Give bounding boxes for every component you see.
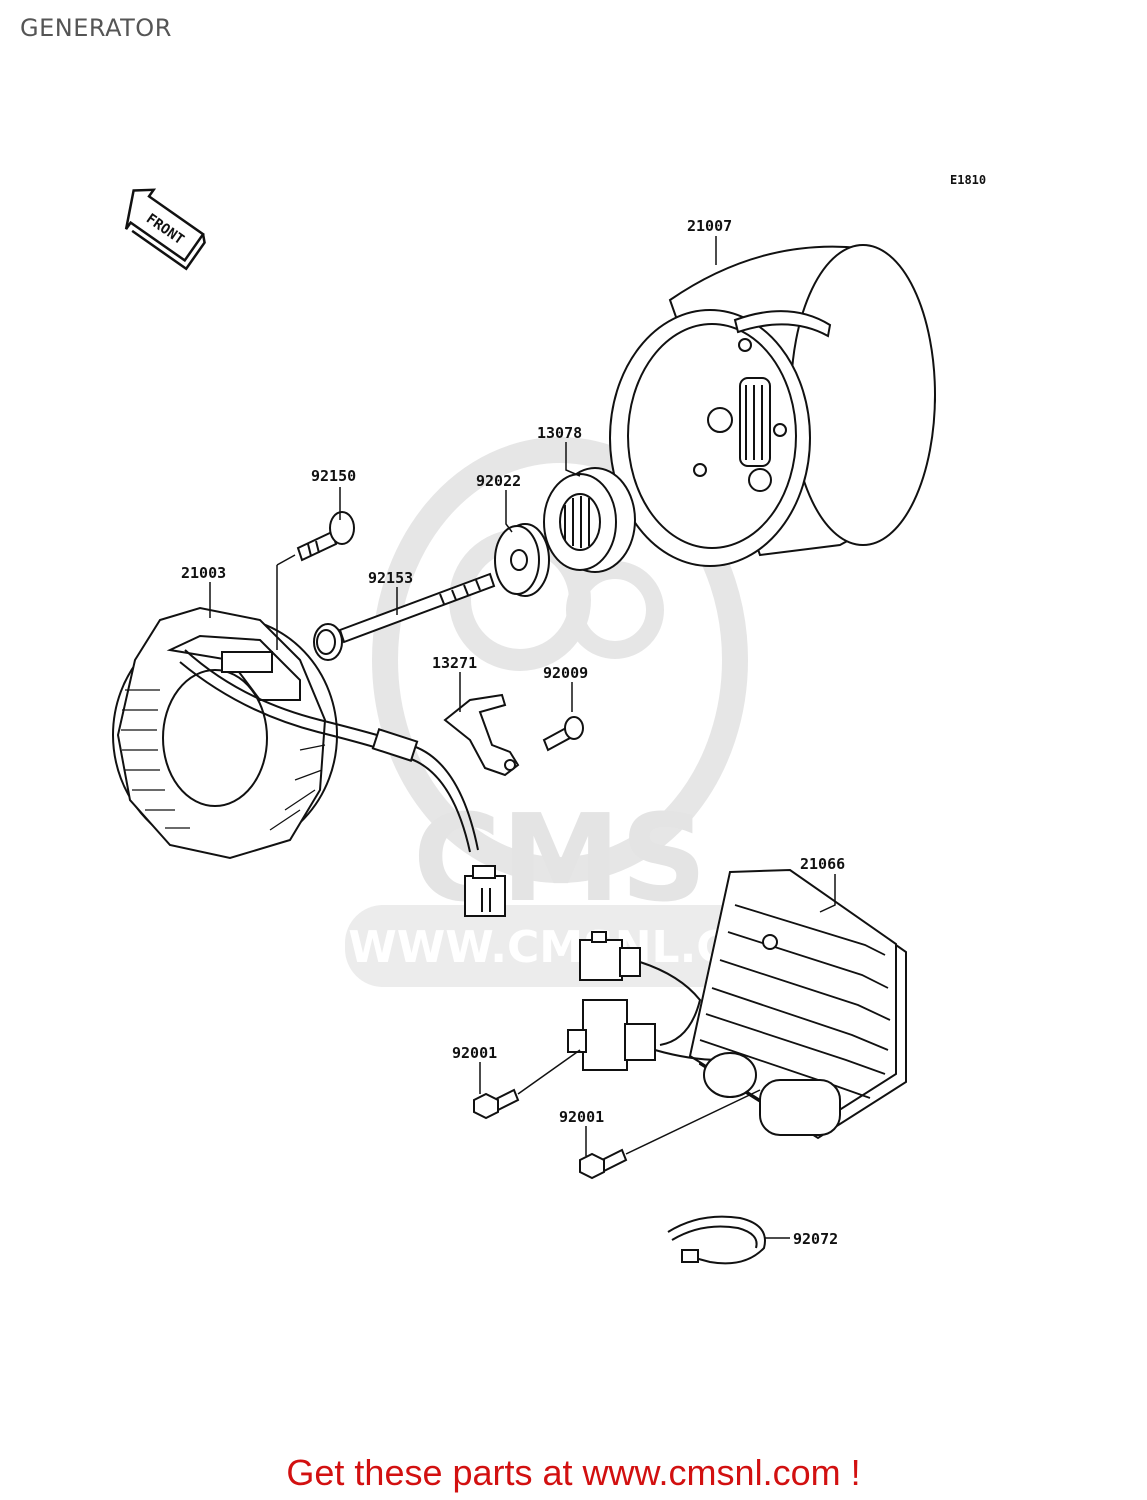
stator-drawing	[112, 606, 338, 860]
part-label-21007: 21007	[687, 217, 732, 235]
part-label-92150: 92150	[311, 467, 356, 485]
starter-gear-drawing	[543, 467, 636, 573]
front-arrow-icon: FRONT	[124, 188, 206, 271]
rotor-bolt-drawing	[313, 572, 496, 661]
part-label-92022: 92022	[476, 472, 521, 490]
part-label-21066: 21066	[800, 855, 845, 873]
stator-wire-harness	[179, 649, 506, 917]
rotor-drawing	[609, 244, 937, 567]
regulator-rectifier-drawing	[567, 868, 907, 1140]
part-label-92072: 92072	[793, 1230, 838, 1248]
regulator-bolt-right-drawing	[579, 1148, 628, 1180]
watermark-brand: CMS	[413, 790, 707, 929]
part-label-13078: 13078	[537, 424, 582, 442]
wire-clamp-bracket-drawing	[443, 693, 520, 777]
washer-drawing	[494, 523, 550, 597]
part-labels: 21007 13078 92022 92150 21003 92153 1327…	[181, 217, 845, 1248]
footer-shop-link[interactable]: Get these parts at www.cmsnl.com !	[286, 1452, 861, 1493]
stator-bolt-drawing	[296, 511, 355, 562]
part-label-13271: 13271	[432, 654, 477, 672]
leader-lines	[209, 236, 836, 1239]
part-label-92001-left: 92001	[452, 1044, 497, 1062]
bracket-screw-drawing	[542, 716, 584, 752]
band-drawing	[667, 1215, 766, 1265]
part-label-92001-right: 92001	[559, 1108, 604, 1126]
part-label-92009: 92009	[543, 664, 588, 682]
regulator-bolt-left-drawing	[473, 1088, 520, 1120]
page-title: GENERATOR	[20, 14, 172, 42]
part-label-92153: 92153	[368, 569, 413, 587]
diagram-code: E1810	[950, 173, 986, 187]
part-label-21003: 21003	[181, 564, 226, 582]
